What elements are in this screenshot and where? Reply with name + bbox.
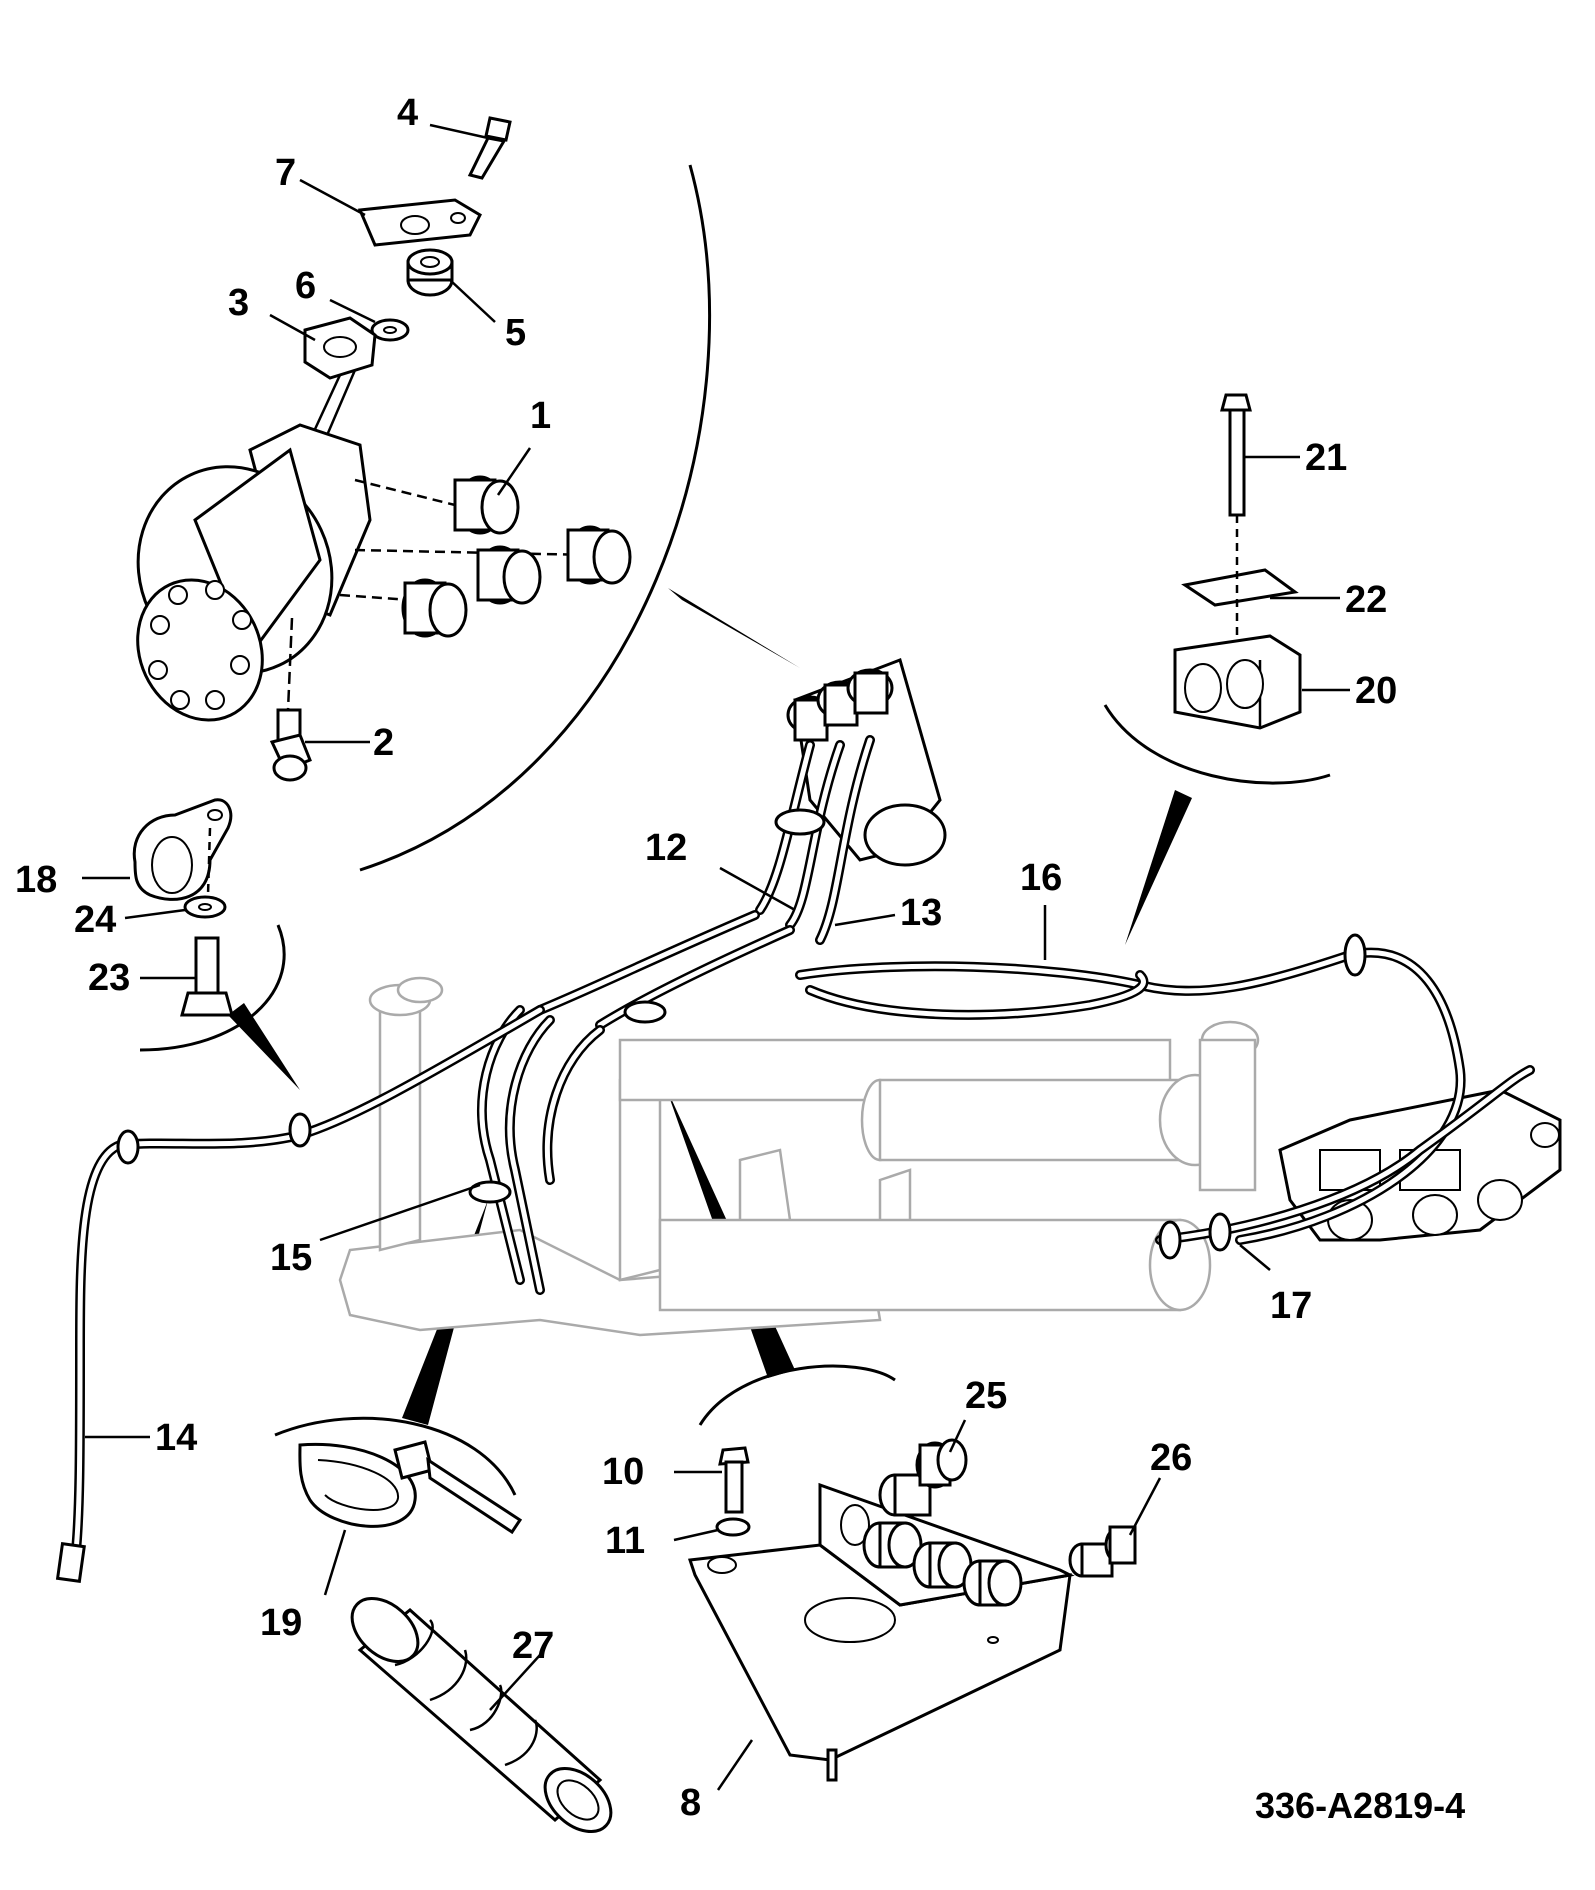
bracket-detail	[687, 1438, 1137, 1782]
bolt-23-shape	[180, 936, 234, 1017]
ram-upper	[618, 1020, 1260, 1192]
steering-unit-detail-arc	[359, 164, 712, 872]
callout-4: 4	[397, 92, 418, 134]
callout-6: 6	[295, 265, 316, 307]
elbow-fitting-2-shape	[269, 708, 312, 782]
clamp-block-20-shape	[1173, 634, 1302, 730]
callout-11: 11	[605, 1520, 645, 1562]
hose-15	[477, 1005, 605, 1295]
fitting-26-shape	[1068, 1525, 1137, 1578]
steering-unit-detail-pointer	[668, 588, 800, 668]
hose-bundle-12-13	[535, 735, 875, 1030]
callout-8: 8	[680, 1782, 701, 1824]
hose-16	[795, 933, 1466, 1245]
clamp-block-detail-pointer	[1125, 790, 1192, 945]
callout-18: 18	[15, 859, 57, 901]
callout-16: 16	[1020, 857, 1062, 899]
clamp-block-detail	[1173, 393, 1302, 730]
plate-22-shape	[1181, 568, 1299, 607]
callout-26: 26	[1150, 1437, 1192, 1479]
main-assembly	[55, 658, 1562, 1584]
callout-labels: 1 2 3 4 5 6 7 8 10 11 12 13 14 15 16 17 …	[15, 92, 1397, 1824]
callout-19: 19	[260, 1602, 302, 1644]
callout-21: 21	[1305, 437, 1347, 479]
washer-11-shape	[715, 1517, 751, 1537]
spiral-wrap-27-shape	[350, 1597, 613, 1833]
callout-3: 3	[228, 282, 249, 324]
callout-13: 13	[900, 892, 942, 934]
steering-unit-detail	[136, 116, 632, 782]
cable-tie-detail	[298, 1440, 523, 1535]
callout-27: 27	[512, 1625, 554, 1667]
drawing-reference-code: 336-A2819-4	[1255, 1785, 1465, 1826]
callout-2: 2	[373, 722, 394, 764]
bracket-detail-arc	[698, 1364, 896, 1426]
hose-17	[1155, 1065, 1535, 1260]
ram-lower	[658, 1218, 1212, 1312]
leader-lines	[82, 123, 1350, 1791]
callout-20: 20	[1355, 670, 1397, 712]
cable-tie-detail-arc	[274, 1416, 517, 1496]
callout-24: 24	[74, 899, 116, 941]
fitting-25-shape	[878, 1438, 968, 1517]
orbitrol-end-cap-shape	[136, 578, 264, 722]
p-clip-detail-pointer	[228, 1003, 300, 1090]
callout-14: 14	[155, 1417, 197, 1459]
p-clip-detail	[132, 798, 234, 1017]
port-adapters	[339, 475, 632, 638]
hose-14	[55, 1005, 545, 1584]
p-clip-detail-arc	[139, 924, 286, 1052]
callout-5: 5	[505, 312, 526, 354]
clamp-block-detail-arc	[1103, 704, 1331, 785]
bracket-ports	[862, 1521, 1023, 1607]
callout-25: 25	[965, 1375, 1007, 1417]
callout-17: 17	[1270, 1285, 1312, 1327]
end-cap-bolts	[148, 580, 252, 710]
callout-10: 10	[602, 1451, 644, 1493]
callout-12: 12	[645, 827, 687, 869]
callout-23: 23	[88, 957, 130, 999]
callout-7: 7	[275, 152, 296, 194]
bolt-10-shape	[718, 1446, 750, 1514]
bush-5-shape	[406, 248, 454, 297]
bolt-4-shape	[467, 116, 512, 180]
callout-15: 15	[270, 1237, 312, 1279]
bolt-21-shape	[1220, 393, 1252, 517]
callout-22: 22	[1345, 579, 1387, 621]
callout-1: 1	[530, 395, 551, 437]
